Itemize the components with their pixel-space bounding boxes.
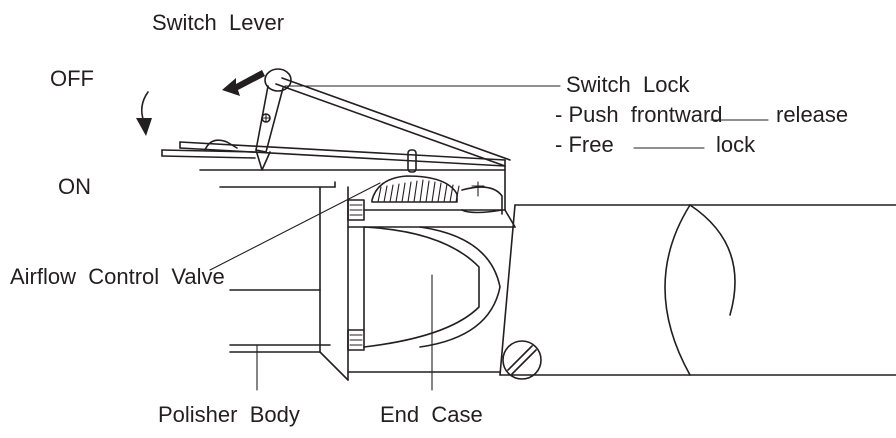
switch-lever-bar — [179, 141, 506, 167]
knurl-line — [413, 180, 418, 203]
switch-lock-label: Switch Lock — [566, 72, 690, 97]
bottom-screw — [502, 340, 542, 380]
release-label: release — [776, 102, 849, 127]
lock-label: lock — [716, 132, 756, 157]
knurl-line — [407, 181, 412, 203]
lever-top-rail — [275, 77, 511, 167]
lever-post — [407, 149, 417, 173]
push-frontward-label: - Push frontward — [555, 102, 723, 127]
knurl-line — [383, 185, 388, 203]
leader-lines — [209, 85, 769, 391]
polisher-body-front — [229, 186, 365, 381]
airflow-control-valve-label: Airflow Control Valve — [10, 264, 225, 289]
airflow-control-valve-wheel — [371, 175, 460, 203]
end-case-label: End Case — [380, 402, 483, 427]
knurl-line — [419, 179, 424, 203]
end-case-tube — [499, 204, 896, 376]
knurl-line — [395, 183, 400, 203]
end-case — [347, 209, 516, 373]
airflow-valve-leader — [209, 182, 381, 271]
off-label: OFF — [50, 66, 94, 91]
knurl-line — [437, 182, 442, 203]
knurl-line — [449, 184, 454, 203]
knurl-line — [425, 180, 430, 203]
upper-housing — [199, 159, 506, 211]
switch-lever-arrow — [222, 70, 265, 96]
switch-lever-label: Switch Lever — [152, 10, 285, 35]
off-to-on-arrow — [136, 91, 152, 136]
knurl-line — [431, 181, 436, 203]
switch-lever-on-position — [161, 139, 256, 159]
polisher-body-label: Polisher Body — [158, 402, 300, 427]
knurl-line — [401, 182, 406, 203]
free-label: - Free — [555, 132, 614, 157]
knurl-line — [377, 186, 382, 203]
on-label: ON — [58, 174, 91, 199]
switch-lock-knob — [255, 68, 292, 171]
knurl-line — [443, 183, 448, 203]
knurl-line — [455, 185, 460, 203]
knurl-line — [389, 184, 394, 203]
